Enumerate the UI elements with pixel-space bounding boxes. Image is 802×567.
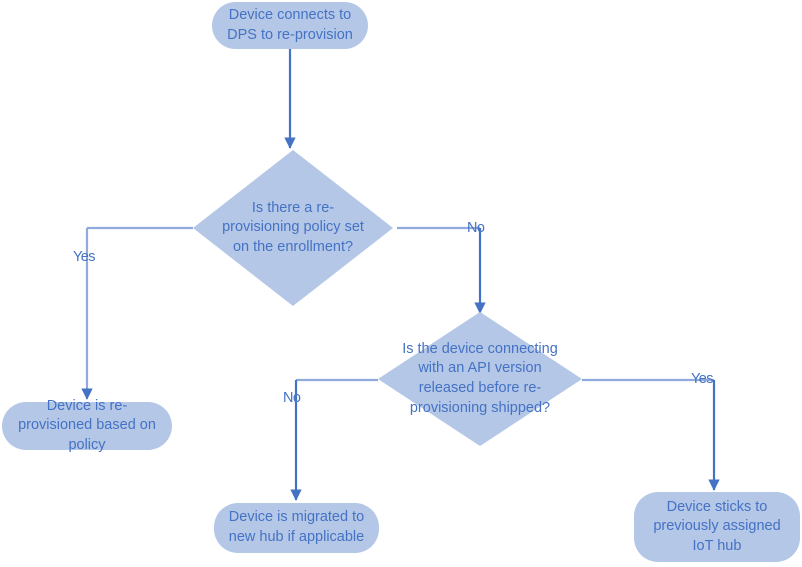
node-result-migrated[interactable]: Device is migrated to new hub if applica… [214, 503, 379, 553]
node-result-sticks[interactable]: Device sticks to previously assigned IoT… [634, 492, 800, 562]
node-decision-policy[interactable]: Is there a re-provisioning policy set on… [193, 150, 393, 306]
edge-label-policy-yes: Yes [73, 249, 95, 265]
edge-label-policy-no: No [467, 220, 485, 236]
node-decision-policy-label: Is there a re-provisioning policy set on… [222, 199, 364, 255]
node-decision-api[interactable]: Is the device connecting with an API ver… [378, 312, 582, 446]
edge-label-api-yes: Yes [691, 371, 713, 387]
node-result-migrated-label: Device is migrated to new hub if applica… [228, 509, 365, 545]
edge-label-api-no: No [283, 390, 301, 406]
node-start[interactable]: Device connects to DPS to re-provision [212, 2, 368, 49]
node-decision-api-label: Is the device connecting with an API ver… [402, 340, 558, 416]
node-start-label: Device connects to DPS to re-provision [227, 6, 353, 43]
node-result-reprovisioned[interactable]: Device is re-provisioned based on policy [2, 398, 172, 453]
node-result-reprovisioned-label: Device is re-provisioned based on policy [18, 397, 156, 453]
node-result-sticks-label: Device sticks to previously assigned IoT… [653, 498, 781, 554]
